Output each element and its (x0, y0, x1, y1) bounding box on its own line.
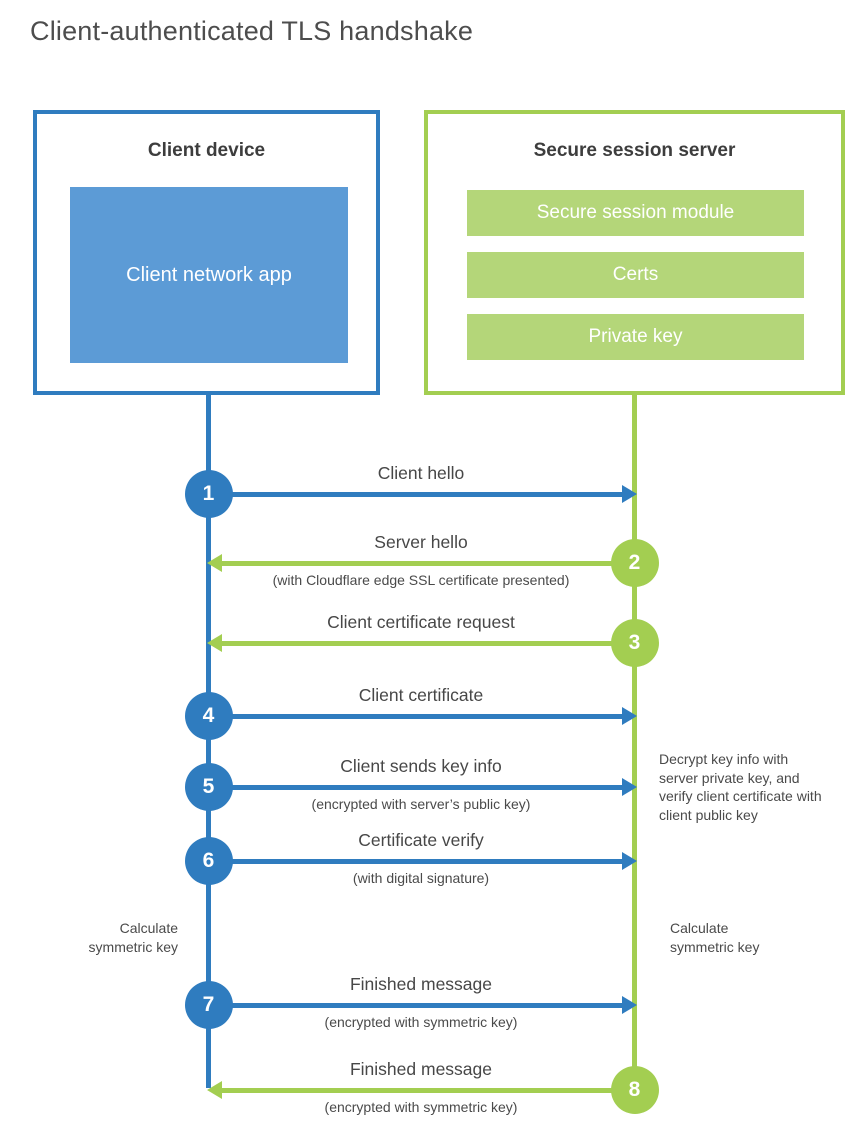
server-lifeline (632, 393, 637, 1090)
message-arrow-line (208, 713, 622, 719)
step-number: 2 (628, 551, 641, 574)
server-module-bar: Certs (467, 252, 804, 298)
step-number-badge: 1 (184, 470, 233, 518)
server-module-label: Private key (588, 326, 683, 347)
arrow-head-left-icon (206, 1081, 222, 1099)
client-device-box: Client device Client network app (33, 110, 380, 395)
secure-session-server-box: Secure session server Secure session mod… (424, 110, 845, 395)
arrow-head-right-icon (621, 485, 637, 503)
page-title: Client-authenticated TLS handshake (30, 16, 474, 46)
message-sublabel: (encrypted with symmetric key) (324, 1014, 518, 1030)
step-number: 4 (202, 704, 215, 727)
message-sublabel: (encrypted with symmetric key) (324, 1099, 518, 1115)
message-label: Finished message (349, 1059, 493, 1079)
calculate-symmetric-key-server: Calculate symmetric key (670, 920, 760, 955)
client-network-app-box: Client network app (70, 187, 348, 363)
decrypt-note: Decrypt key info with server private key… (659, 751, 822, 823)
message-sublabel: (with Cloudflare edge SSL certificate pr… (272, 572, 570, 588)
server-module-label: Secure session module (536, 202, 735, 223)
message-label: Finished message (349, 974, 493, 994)
client-device-heading: Client device (147, 140, 266, 161)
step-number: 3 (628, 631, 641, 654)
server-module-label: Certs (612, 264, 659, 285)
message-arrow-line (208, 784, 622, 790)
message-sublabel: (with digital signature) (352, 870, 490, 886)
step-number-badge: 6 (184, 837, 233, 885)
step-number: 1 (202, 482, 215, 505)
server-module-bar: Secure session module (467, 190, 804, 236)
message-label: Client certificate request (327, 612, 515, 632)
step-number-badge: 7 (184, 981, 233, 1029)
message-arrow-line (208, 1002, 622, 1008)
step-number: 8 (628, 1078, 641, 1101)
message-arrow-line (208, 858, 622, 864)
message-arrow-line (221, 560, 635, 566)
step-number-badge: 2 (610, 539, 659, 587)
step-number: 6 (202, 849, 215, 872)
message-label: Client sends key info (340, 756, 502, 776)
client-network-app-label: Client network app (126, 264, 292, 286)
message-label: Client hello (377, 463, 465, 483)
server-module-bar: Private key (467, 314, 804, 360)
message-arrow-line (221, 1087, 635, 1093)
arrow-head-left-icon (206, 554, 222, 572)
calculate-symmetric-key-client: Calculate symmetric key (88, 920, 178, 955)
arrow-head-right-icon (621, 778, 637, 796)
step-number-badge: 3 (610, 619, 659, 667)
arrow-head-right-icon (621, 852, 637, 870)
step-number-badge: 4 (184, 692, 233, 740)
arrow-head-right-icon (621, 996, 637, 1014)
message-label: Client certificate (358, 685, 484, 705)
message-arrow-line (221, 640, 635, 646)
message-arrow-line (208, 491, 622, 497)
arrow-head-left-icon (206, 634, 222, 652)
secure-session-server-heading: Secure session server (533, 140, 736, 161)
step-number: 7 (202, 993, 215, 1016)
step-number: 5 (202, 775, 215, 798)
arrow-head-right-icon (621, 707, 637, 725)
step-number-badge: 5 (184, 763, 233, 811)
message-sublabel: (encrypted with server’s public key) (311, 796, 531, 812)
step-number-badge: 8 (610, 1066, 659, 1114)
message-label: Certificate verify (358, 830, 484, 850)
message-label: Server hello (374, 532, 468, 552)
client-lifeline (206, 393, 211, 1088)
